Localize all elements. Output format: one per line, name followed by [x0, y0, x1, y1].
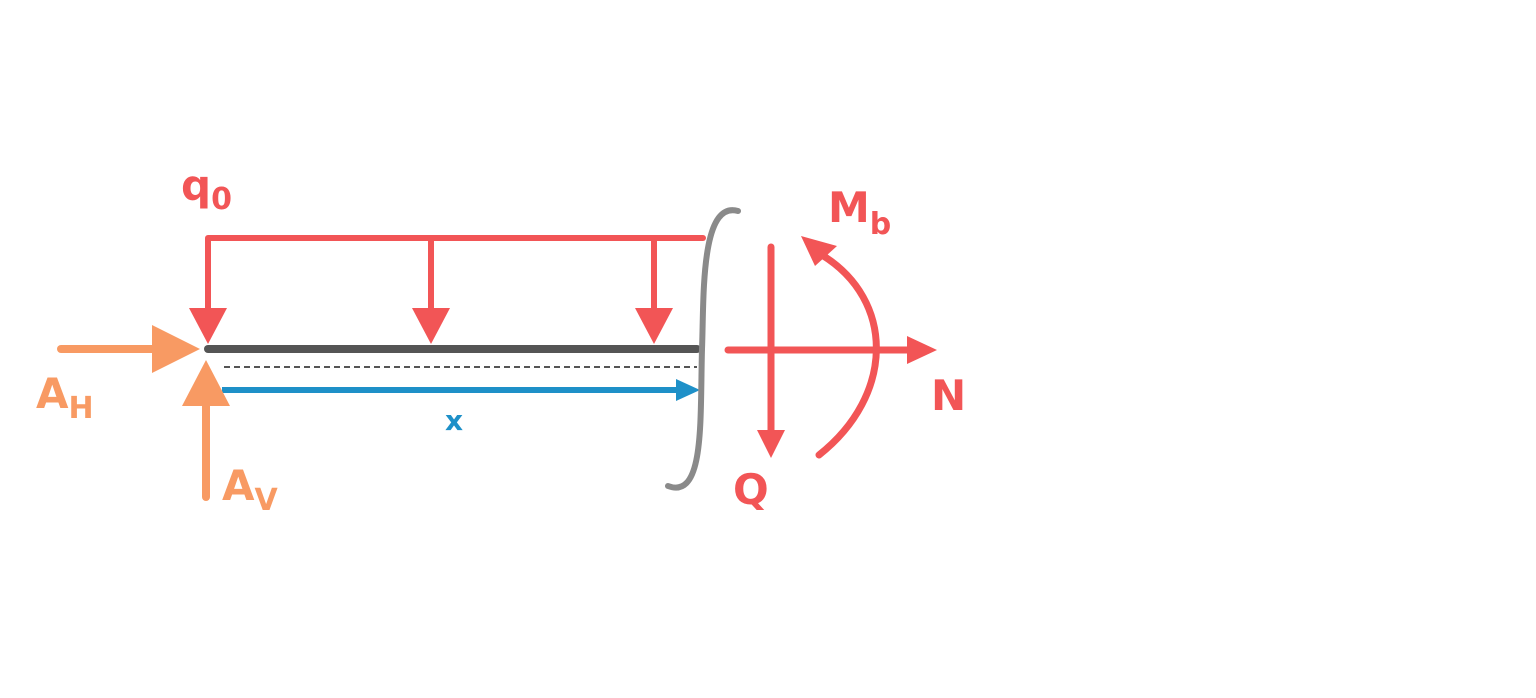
- shear-force-arrow: [757, 243, 785, 458]
- moment-label-main: M: [828, 183, 870, 232]
- bending-moment-arrow: [801, 236, 880, 459]
- coordinate-x-arrow: [222, 379, 700, 401]
- reaction-vertical-label-sub: V: [255, 483, 279, 518]
- load-arrow-1: [189, 238, 227, 344]
- reaction-horizontal-label-main: A: [36, 369, 69, 418]
- load-label-main: q: [181, 161, 211, 210]
- load-label-sub: 0: [211, 182, 232, 217]
- load-label: q0: [181, 161, 232, 217]
- normal-force-label: N: [931, 371, 966, 420]
- reaction-horizontal-label-sub: H: [69, 391, 94, 426]
- moment-label: Mb: [828, 183, 891, 242]
- reaction-vertical-arrow: [182, 360, 230, 501]
- normal-force-arrow: [724, 336, 937, 364]
- moment-label-sub: b: [870, 207, 891, 242]
- reaction-horizontal-arrow: [57, 325, 200, 373]
- load-arrow-2: [412, 238, 450, 344]
- reaction-vertical-label-main: A: [222, 461, 255, 510]
- coordinate-label: x: [445, 404, 463, 437]
- reaction-horizontal-label: AH: [36, 369, 94, 426]
- shear-force-label: Q: [733, 465, 769, 514]
- reaction-vertical-label: AV: [222, 461, 279, 518]
- load-arrow-3: [635, 238, 673, 344]
- distributed-load: [189, 235, 706, 344]
- section-cut-curve: [665, 207, 741, 491]
